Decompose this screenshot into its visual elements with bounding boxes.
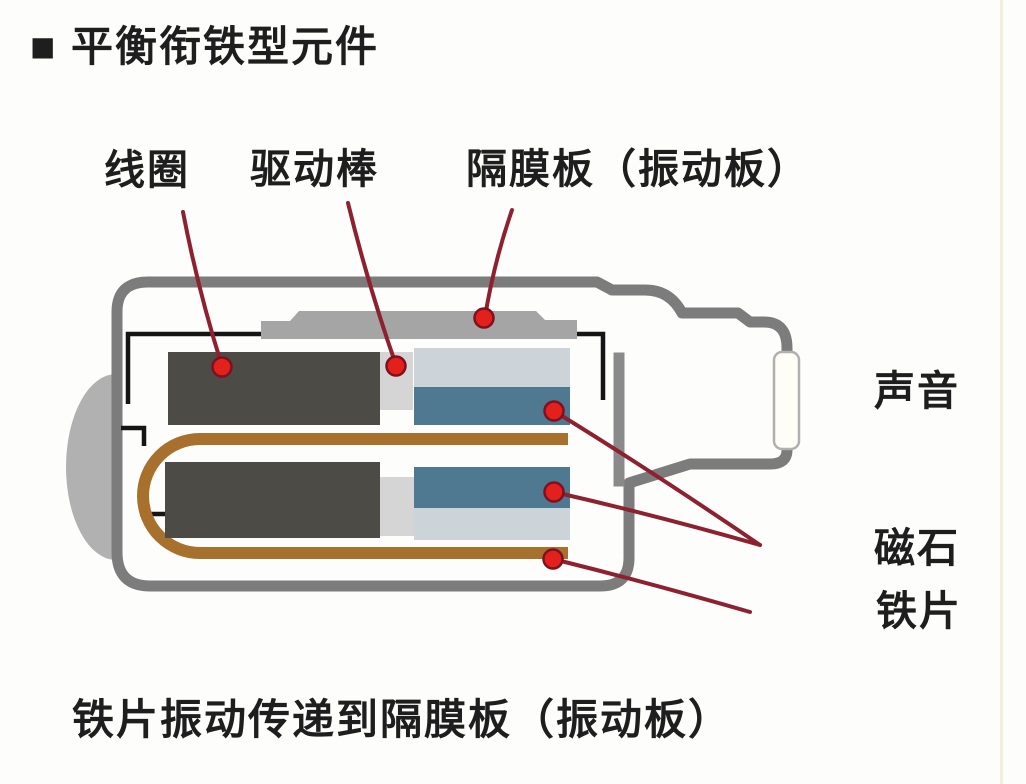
callout-line-magnet-upper bbox=[552, 409, 762, 547]
callout-line-magnet-lower bbox=[552, 490, 762, 547]
callout-lines bbox=[181, 201, 762, 614]
callout-line-diaphragm bbox=[483, 208, 514, 319]
label-sound: 声音 bbox=[874, 368, 960, 414]
armature-iron-piece bbox=[137, 433, 568, 559]
callout-dot-magnet-lower bbox=[543, 481, 565, 503]
drive-rod-lower bbox=[380, 477, 414, 536]
page-title: ■ 平衡衔铁型元件 bbox=[30, 23, 380, 70]
callout-line-drive-rod bbox=[346, 201, 398, 367]
sound-outlet-opening bbox=[772, 350, 801, 451]
callout-dot-drive-rod bbox=[385, 355, 407, 377]
callout-dot-diaphragm bbox=[473, 307, 495, 329]
magnet-upper-blue bbox=[414, 387, 570, 425]
label-drive-rod: 驱动棒 bbox=[250, 146, 379, 192]
label-diaphragm: 隔膜板（振动板） bbox=[466, 146, 810, 192]
callout-dot-iron-piece bbox=[542, 548, 564, 570]
callout-line-coil bbox=[181, 210, 224, 368]
coil-upper-block bbox=[168, 352, 380, 425]
coil-lower-block bbox=[165, 462, 380, 538]
caption-text: 铁片振动传递到隔膜板（振动板） bbox=[72, 696, 733, 743]
label-coil: 线圈 bbox=[104, 147, 190, 193]
label-iron-piece: 铁片 bbox=[876, 588, 962, 634]
callout-dot-magnet-upper bbox=[543, 400, 565, 422]
callout-dots bbox=[211, 307, 565, 570]
callout-line-iron-piece bbox=[551, 557, 752, 614]
armature-bracket-line bbox=[121, 425, 147, 446]
magnet-lower-pale bbox=[414, 508, 570, 540]
magnet-upper-pale bbox=[414, 348, 570, 387]
diaphragm-plate bbox=[261, 311, 577, 339]
scan-artifact-line bbox=[1000, 0, 1003, 784]
callout-dot-coil bbox=[211, 356, 233, 378]
magnet-lower-blue bbox=[414, 467, 570, 508]
label-magnet: 磁石 bbox=[874, 525, 960, 571]
